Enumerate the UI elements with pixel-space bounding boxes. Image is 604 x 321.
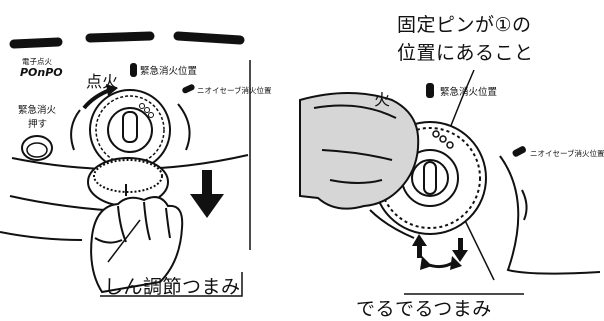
push-down-arrow [190,170,224,218]
left-rotate-arrow [70,109,81,151]
right-illustration [299,69,601,295]
fragment-text: 火 [374,90,391,109]
ignition-label: 点火 [86,72,119,91]
emergency-position-label: 緊急消火位置 [140,66,198,77]
emergency-button[interactable] [21,135,53,161]
wick-knob-caption: しん調節つまみ [104,276,241,298]
emergency-position-label-right: 緊急消火位置 [440,87,498,98]
brand-small-text: 電子点火 [22,57,52,66]
left-caption-frame [100,272,243,297]
right-rotate-arrow [177,103,191,151]
emergency-button-label-line1: 緊急消火 [18,105,57,116]
derudere-knob-caption: でるでるつまみ [356,298,492,320]
emergency-marker [130,63,137,77]
fixing-pin-dots [432,130,454,149]
emergency-marker-right [426,83,434,98]
top-edge-dashes [9,31,245,49]
upper-dial [89,89,171,171]
stove-base-arc [0,231,83,241]
brand-logo: POnPO [20,66,63,79]
odor-safe-marker [182,84,195,94]
pin-instruction-line2: 位置にあること [397,42,534,64]
left-illustration [0,31,251,297]
emergency-button-label-line2: 押す [28,119,48,130]
odor-safe-marker-right [512,146,527,157]
rotate-arrows [412,234,468,270]
odor-safe-position-label: ニオイセーブ消火位置 [197,86,272,95]
pin-instruction-line1: 固定ピンが①の [397,14,532,36]
odor-safe-position-label-right: ニオイセーブ消火位置 [530,149,604,158]
left-hand [90,196,184,294]
right-hand [299,92,420,239]
